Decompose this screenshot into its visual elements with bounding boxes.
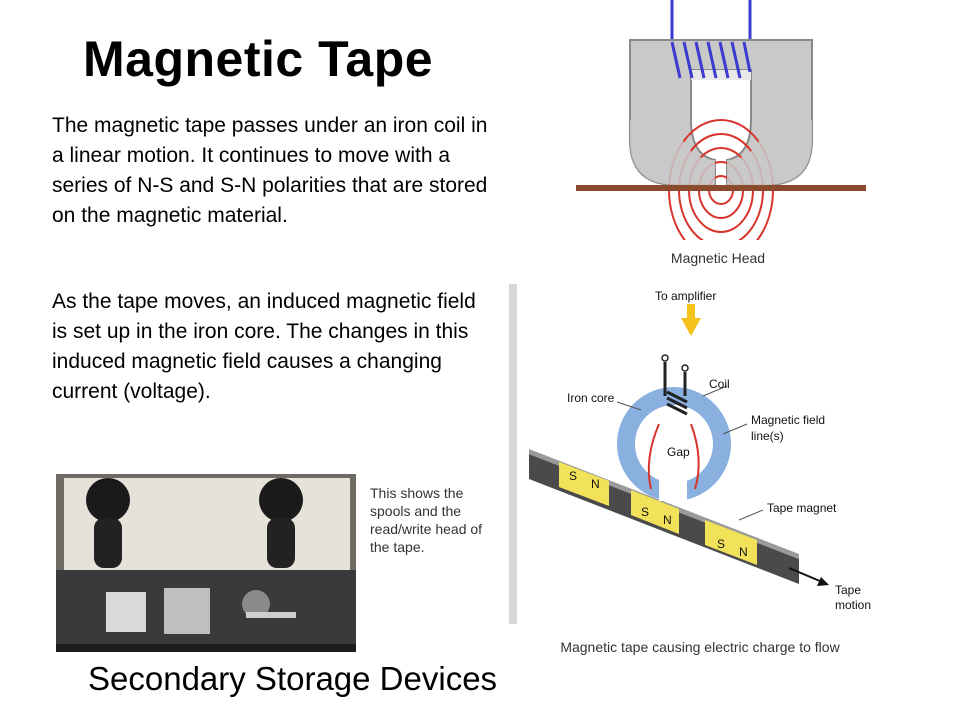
pole-n-2: N — [663, 513, 672, 527]
label-magnetic-field-2: line(s) — [751, 429, 784, 443]
label-iron-core: Iron core — [567, 391, 615, 405]
pole-s-1: S — [569, 469, 577, 483]
pole-n-3: N — [739, 545, 748, 559]
label-tape-motion-2: motion — [835, 598, 871, 612]
paragraph-induced-field: As the tape moves, an induced magnetic f… — [52, 290, 476, 403]
magnetic-head-caption: Magnetic Head — [670, 250, 766, 266]
label-gap: Gap — [667, 445, 690, 459]
label-tape-magnet: Tape magnet — [767, 501, 837, 515]
tape-induction-diagram: To amplifier Coil Iron core Magnetic fie… — [509, 284, 879, 624]
photo-caption: This shows the spools and the read/write… — [370, 485, 483, 555]
pole-n-1: N — [591, 477, 600, 491]
magnetic-head-illustration — [576, 0, 866, 240]
label-coil: Coil — [709, 377, 730, 391]
footer-subtitle: Secondary Storage Devices — [88, 660, 498, 697]
label-to-amplifier: To amplifier — [655, 289, 716, 303]
label-tape-motion-1: Tape — [835, 583, 861, 597]
tape-diagram-caption: Magnetic tape causing electric charge to… — [560, 639, 840, 655]
slide-title: Magnetic Tape — [83, 31, 434, 87]
pole-s-2: S — [641, 505, 649, 519]
paragraph-tape-motion: The magnetic tape passes under an iron c… — [52, 114, 488, 227]
tape-deck-photo — [56, 474, 356, 652]
label-magnetic-field-1: Magnetic field — [751, 413, 825, 427]
pole-s-3: S — [717, 537, 725, 551]
